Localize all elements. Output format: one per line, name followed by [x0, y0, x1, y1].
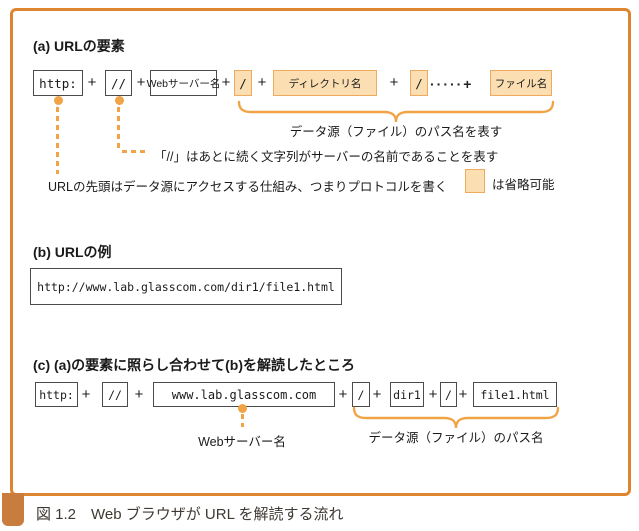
- element-box-slash-optional-2: /: [410, 70, 428, 96]
- plus-sign: +: [338, 386, 348, 403]
- plus-sign: +: [372, 386, 382, 403]
- brace-path-c: [352, 406, 560, 429]
- section-b-heading: (b) URLの例: [33, 244, 112, 260]
- dashed-connector-double-slash-horizontal: [122, 150, 148, 153]
- decoded-box-slash-1: /: [352, 382, 370, 407]
- plus-sign: +: [257, 74, 267, 91]
- decoded-box-double-slash: //: [102, 382, 128, 407]
- plus-sign: +: [428, 386, 438, 403]
- plus-sign: +: [81, 386, 91, 403]
- connector-dot-server: [238, 404, 247, 413]
- decoded-box-directory: dir1: [390, 382, 424, 407]
- element-box-protocol: http:: [33, 70, 83, 96]
- annotation-double-slash: 「//」はあとに続く文字列がサーバーの名前であることを表す: [154, 150, 499, 164]
- optional-legend-swatch: [465, 169, 485, 193]
- annotation-protocol: URLの先頭はデータ源にアクセスする仕組み、つまりプロトコルを書く: [48, 180, 448, 194]
- element-box-double-slash: //: [105, 70, 132, 96]
- plus-sign: +: [136, 74, 146, 91]
- ellipsis-plus: ·····+: [430, 76, 474, 92]
- plus-sign: +: [87, 74, 97, 91]
- decoded-box-slash-2: /: [440, 382, 457, 407]
- dashed-connector-double-slash: [117, 107, 120, 149]
- connector-dot-double-slash: [115, 96, 124, 105]
- caption-tab: [2, 493, 24, 526]
- plus-sign: +: [389, 74, 399, 91]
- figure-caption: 図 1.2 Web ブラウザが URL を解読する流れ: [36, 506, 344, 523]
- element-box-slash-optional-1: /: [234, 70, 252, 96]
- connector-dot-protocol: [54, 96, 63, 105]
- plus-sign: +: [458, 386, 468, 403]
- element-box-file-name: ファイル名: [490, 70, 552, 96]
- plus-sign: +: [134, 386, 144, 403]
- optional-legend-label: は省略可能: [492, 178, 555, 192]
- web-server-name-label: Webサーバー名: [198, 435, 286, 449]
- path-name-label-a: データ源（ファイル）のパス名を表す: [289, 125, 503, 139]
- decoded-box-protocol: http:: [35, 382, 78, 407]
- plus-sign: +: [221, 74, 231, 91]
- dashed-connector-server: [241, 414, 244, 427]
- path-name-label-c: データ源（ファイル）のパス名: [368, 431, 544, 445]
- element-box-directory-name: ディレクトリ名: [273, 70, 377, 96]
- brace-path-a: [237, 100, 555, 123]
- url-example-box: http://www.lab.glasscom.com/dir1/file1.h…: [30, 268, 342, 305]
- decoded-box-server: www.lab.glasscom.com: [153, 382, 335, 407]
- dashed-connector-protocol: [56, 107, 59, 174]
- section-a-heading: (a) URLの要素: [33, 38, 125, 54]
- section-c-heading: (c) (a)の要素に照らし合わせて(b)を解読したところ: [33, 357, 355, 373]
- element-box-web-server-name: Webサーバー名: [147, 70, 220, 96]
- decoded-box-file: file1.html: [473, 382, 557, 407]
